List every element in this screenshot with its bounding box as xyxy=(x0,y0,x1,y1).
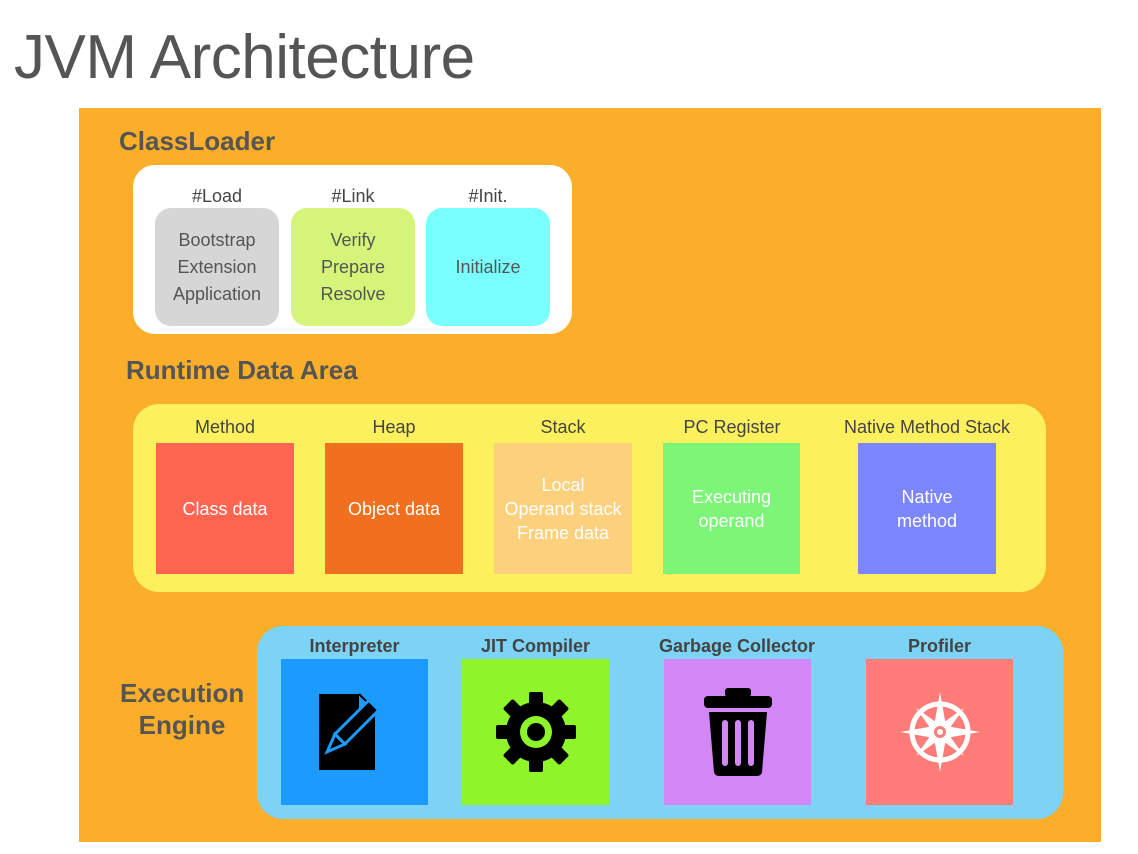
native-method-stack-box: Native method xyxy=(858,443,996,574)
pc-register-box: Executing operand xyxy=(663,443,800,574)
compass-icon xyxy=(899,692,980,772)
pc-register-heading: PC Register xyxy=(683,417,781,437)
jit-compiler-heading: JIT Compiler xyxy=(480,636,591,656)
native-method-stack-heading: Native Method Stack xyxy=(843,417,1011,437)
execution-engine-label-line: Execution xyxy=(120,678,245,708)
method-area-line: Class data xyxy=(182,498,268,519)
stack-heading: Stack xyxy=(540,417,586,437)
pc-register-line: Executing xyxy=(691,486,772,507)
link-box: Verify Prepare Resolve xyxy=(291,208,415,326)
execution-engine-label: Execution Engine xyxy=(120,677,244,741)
heap-line: Object data xyxy=(347,498,441,519)
stack-box: Local Operand stack Frame data xyxy=(494,443,632,574)
stack-line: Operand stack xyxy=(504,498,622,519)
native-method-stack-line: Native xyxy=(901,486,953,507)
document-pencil-icon xyxy=(318,693,381,770)
gear-icon xyxy=(495,692,576,772)
heap-box: Object data xyxy=(325,443,463,574)
pc-register-line: operand xyxy=(698,510,765,531)
link-item: Prepare xyxy=(320,256,386,277)
init-item: Initialize xyxy=(455,256,521,277)
load-item: Application xyxy=(172,283,262,304)
method-area-box: Class data xyxy=(156,443,294,574)
page-title: JVM Architecture xyxy=(14,23,475,92)
interpreter-heading: Interpreter xyxy=(309,636,400,656)
profiler-tile xyxy=(866,659,1013,805)
garbage-collector-heading: Garbage Collector xyxy=(658,636,816,656)
interpreter-tile xyxy=(281,659,428,805)
execution-engine-label-line: Engine xyxy=(138,710,226,740)
link-item: Verify xyxy=(330,229,376,250)
jit-compiler-tile xyxy=(462,659,609,805)
load-box: Bootstrap Extension Application xyxy=(155,208,279,326)
stack-line: Local xyxy=(541,474,585,495)
stack-line: Frame data xyxy=(516,522,610,543)
link-item: Resolve xyxy=(320,283,386,304)
init-heading: #Init. xyxy=(468,186,508,206)
profiler-heading: Profiler xyxy=(907,636,972,656)
classloader-label: ClassLoader xyxy=(119,126,276,156)
init-box: Initialize xyxy=(426,208,550,326)
garbage-collector-tile xyxy=(664,659,811,805)
native-method-stack-line: method xyxy=(896,510,958,531)
load-item: Bootstrap xyxy=(178,229,256,250)
load-heading: #Load xyxy=(191,186,243,206)
method-area-heading: Method xyxy=(194,417,256,437)
load-item: Extension xyxy=(177,256,257,277)
trash-icon xyxy=(703,688,772,776)
heap-heading: Heap xyxy=(372,417,416,437)
link-heading: #Link xyxy=(331,186,375,206)
runtime-data-area-label: Runtime Data Area xyxy=(126,355,358,385)
